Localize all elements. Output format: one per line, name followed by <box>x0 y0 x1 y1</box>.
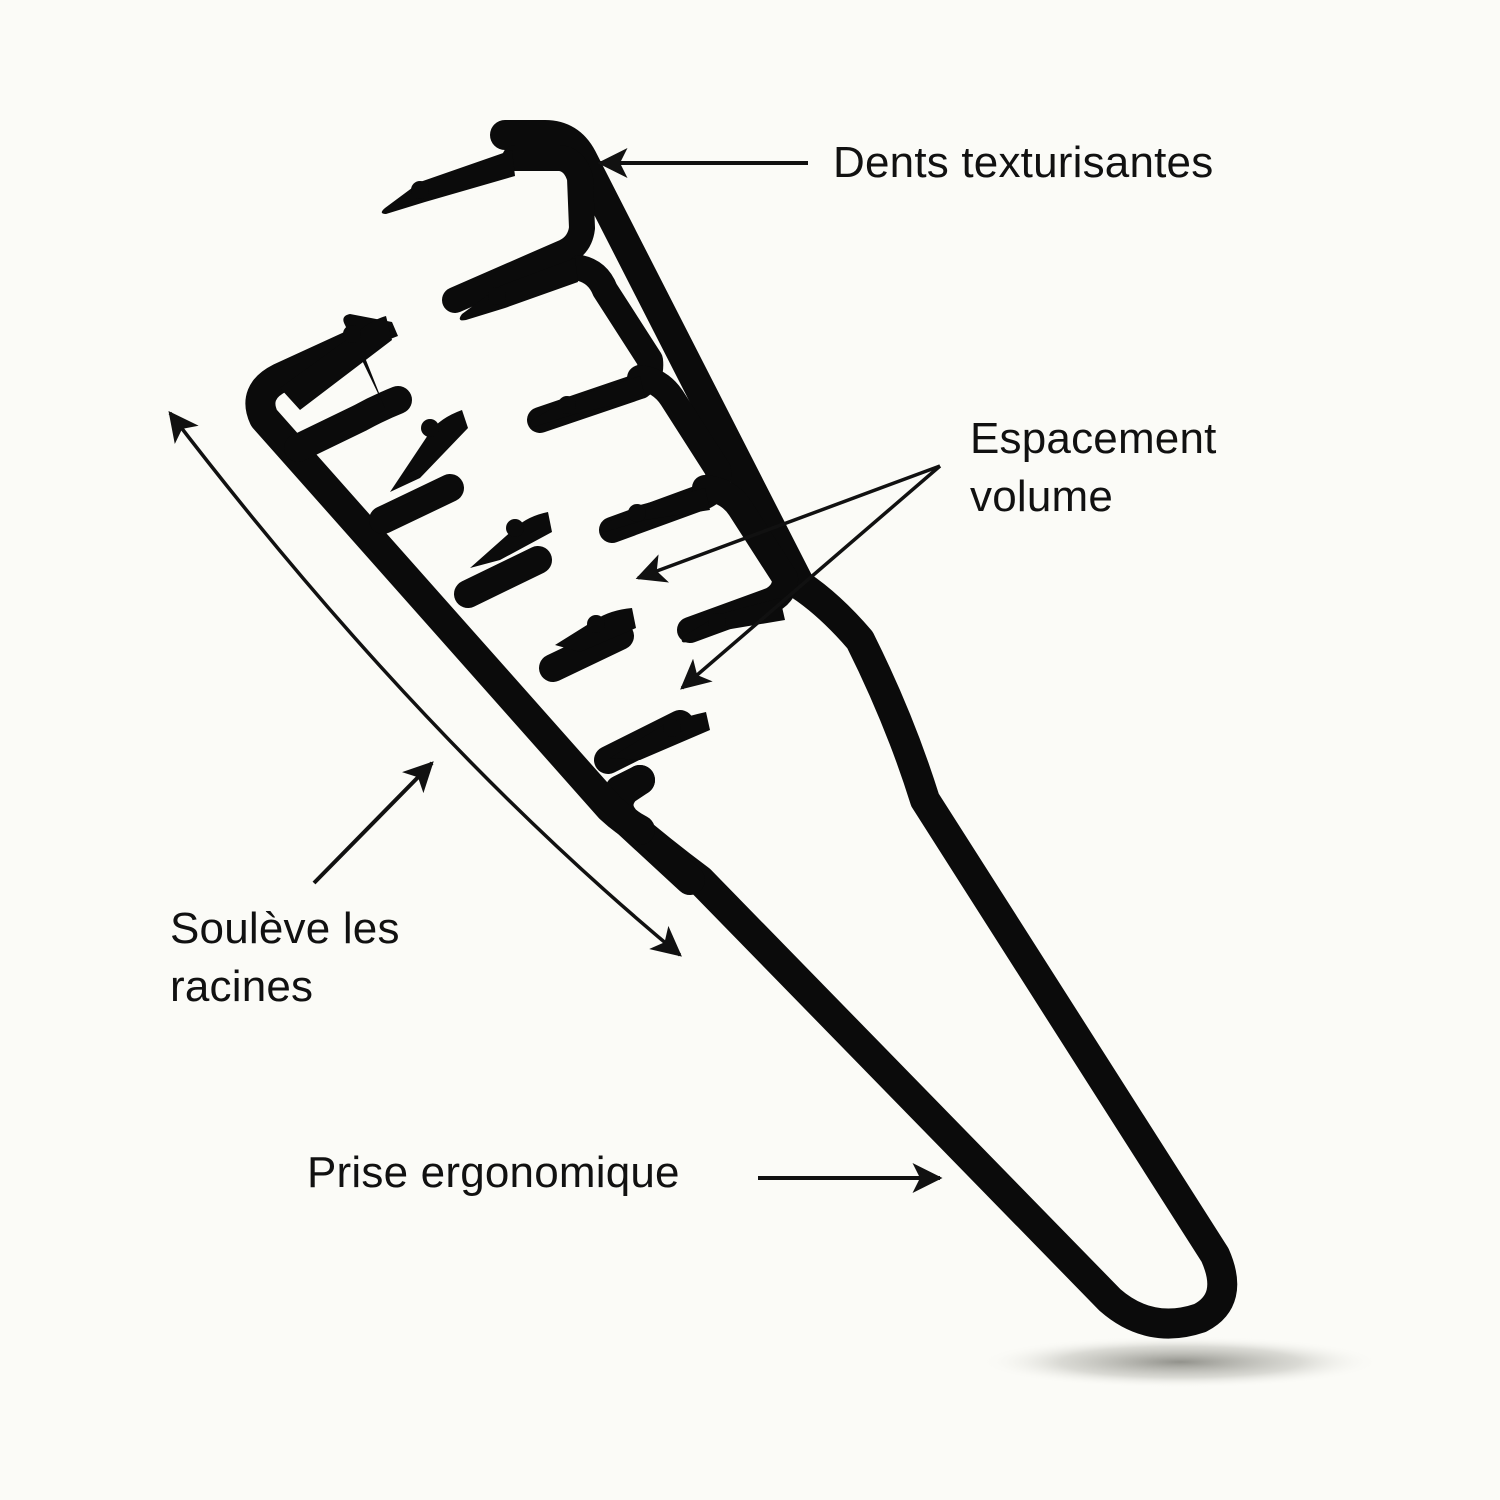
arrow-roots-span <box>168 411 682 957</box>
label-dents-texturisantes: Dents texturisantes <box>833 134 1213 192</box>
tooth <box>280 316 392 410</box>
label-line: racines <box>170 962 314 1011</box>
label-prise-ergonomique: Prise ergonomique <box>307 1144 680 1202</box>
label-souleve-les-racines: Soulève les racines <box>170 900 400 1016</box>
label-line: Dents texturisantes <box>833 138 1214 187</box>
arrow-spacing-2 <box>680 464 942 690</box>
tooth <box>459 258 578 321</box>
label-line: volume <box>970 472 1114 521</box>
comb-slot-frames <box>442 145 799 643</box>
comb-shadow <box>980 1336 1380 1388</box>
tooth <box>530 376 645 427</box>
arrow-roots-pointer <box>312 761 434 885</box>
label-line: Prise ergonomique <box>307 1148 680 1197</box>
comb-ribs <box>284 386 694 774</box>
label-line: Espacement <box>970 414 1217 463</box>
tooth <box>381 150 515 214</box>
tooth <box>681 598 785 643</box>
arrow-spacing-1 <box>635 464 941 583</box>
label-line: Soulève les <box>170 904 400 953</box>
label-espacement-volume: Espacement volume <box>970 410 1217 526</box>
